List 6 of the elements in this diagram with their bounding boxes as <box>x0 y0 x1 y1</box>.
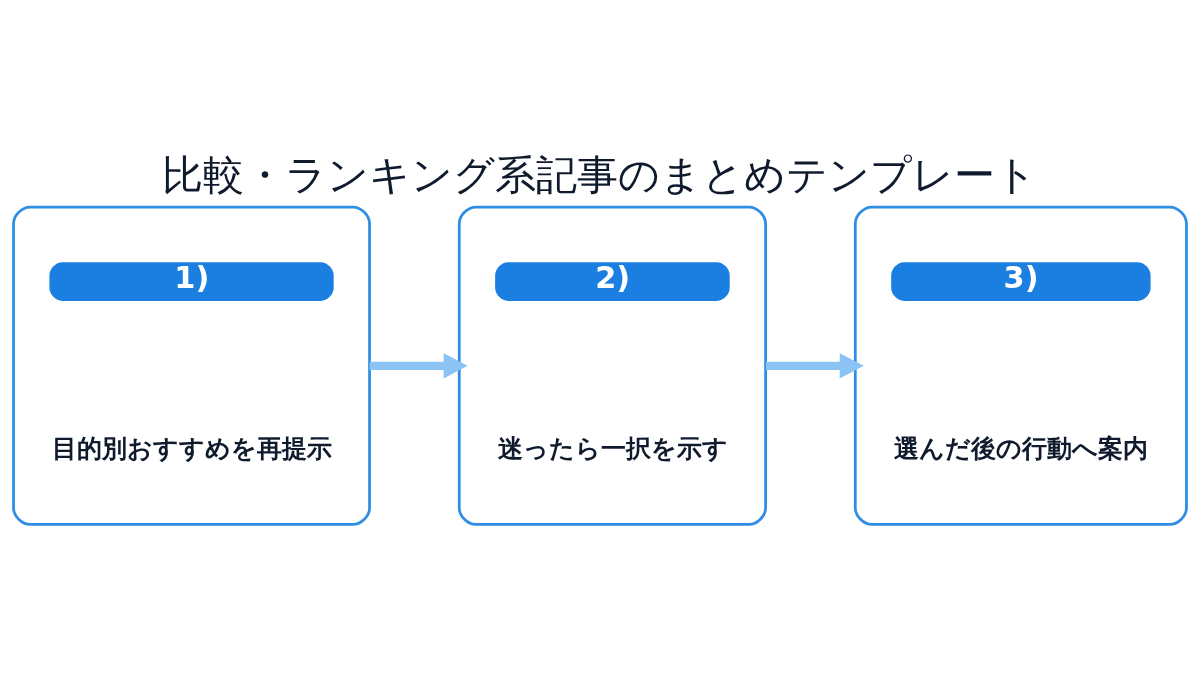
node-box: 3) 選んだ後の行動へ案内 <box>853 205 1188 526</box>
node-box: 1) 目的別おすすめを再提示 <box>12 205 371 526</box>
diagram-title: 比較・ランキング系記事のまとめテンプレート <box>162 151 1038 200</box>
arrow <box>369 353 468 379</box>
arrow <box>766 353 864 379</box>
node-box: 2) 迷ったら一択を示す <box>457 205 767 526</box>
